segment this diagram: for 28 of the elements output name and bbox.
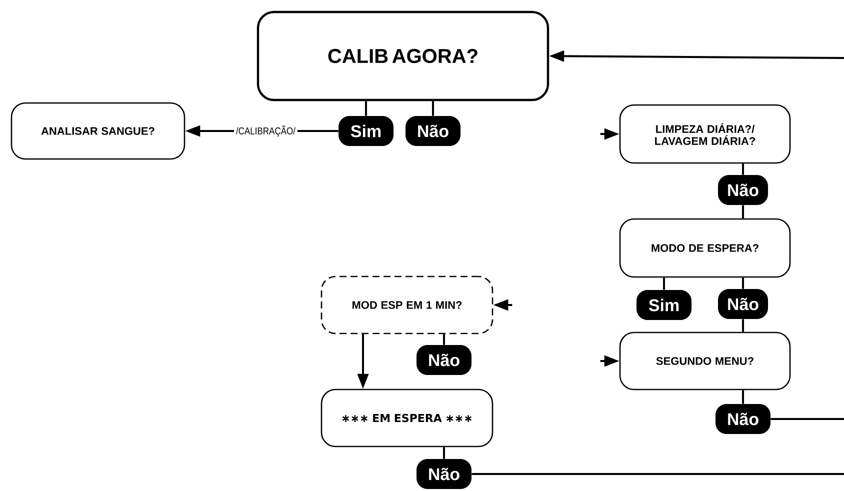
connector-line	[432, 101, 434, 116]
answer-pill: Não	[416, 459, 472, 489]
connector-line	[742, 205, 744, 218]
process-box: SEGUNDO MENU?	[619, 332, 791, 390]
answer-pill: Não	[718, 289, 768, 319]
process-box: CALIB AGORA?	[256, 10, 550, 102]
connector-line	[742, 319, 744, 332]
connector-line	[443, 447, 445, 459]
answer-pill: Não	[718, 175, 768, 205]
answer-pill: Não	[406, 116, 460, 146]
process-box: ∗∗∗ EM ESPERA ∗∗∗	[320, 388, 494, 448]
connector-line	[663, 278, 665, 290]
process-box: LIMPEZA DIÁRIA?/ LAVAGEM DIÁRIA?	[619, 104, 791, 164]
edge-label: /CALIBRAÇÃO/	[234, 124, 298, 138]
answer-pill: Não	[716, 404, 770, 434]
process-box: MOD ESP EM 1 MIN?	[320, 276, 494, 334]
connector-line	[472, 473, 844, 475]
connector-line	[770, 418, 844, 420]
answer-pill: Sim	[338, 116, 394, 146]
connector-line	[365, 101, 367, 116]
answer-pill: Sim	[636, 290, 692, 320]
connector-line	[443, 334, 445, 345]
answer-pill: Não	[416, 345, 472, 375]
connector-line	[742, 278, 744, 289]
connector-line	[742, 164, 744, 175]
process-box: ANALISAR SANGUE?	[10, 102, 186, 160]
process-box: MODO DE ESPERA?	[619, 218, 791, 278]
connector-line	[742, 390, 744, 404]
